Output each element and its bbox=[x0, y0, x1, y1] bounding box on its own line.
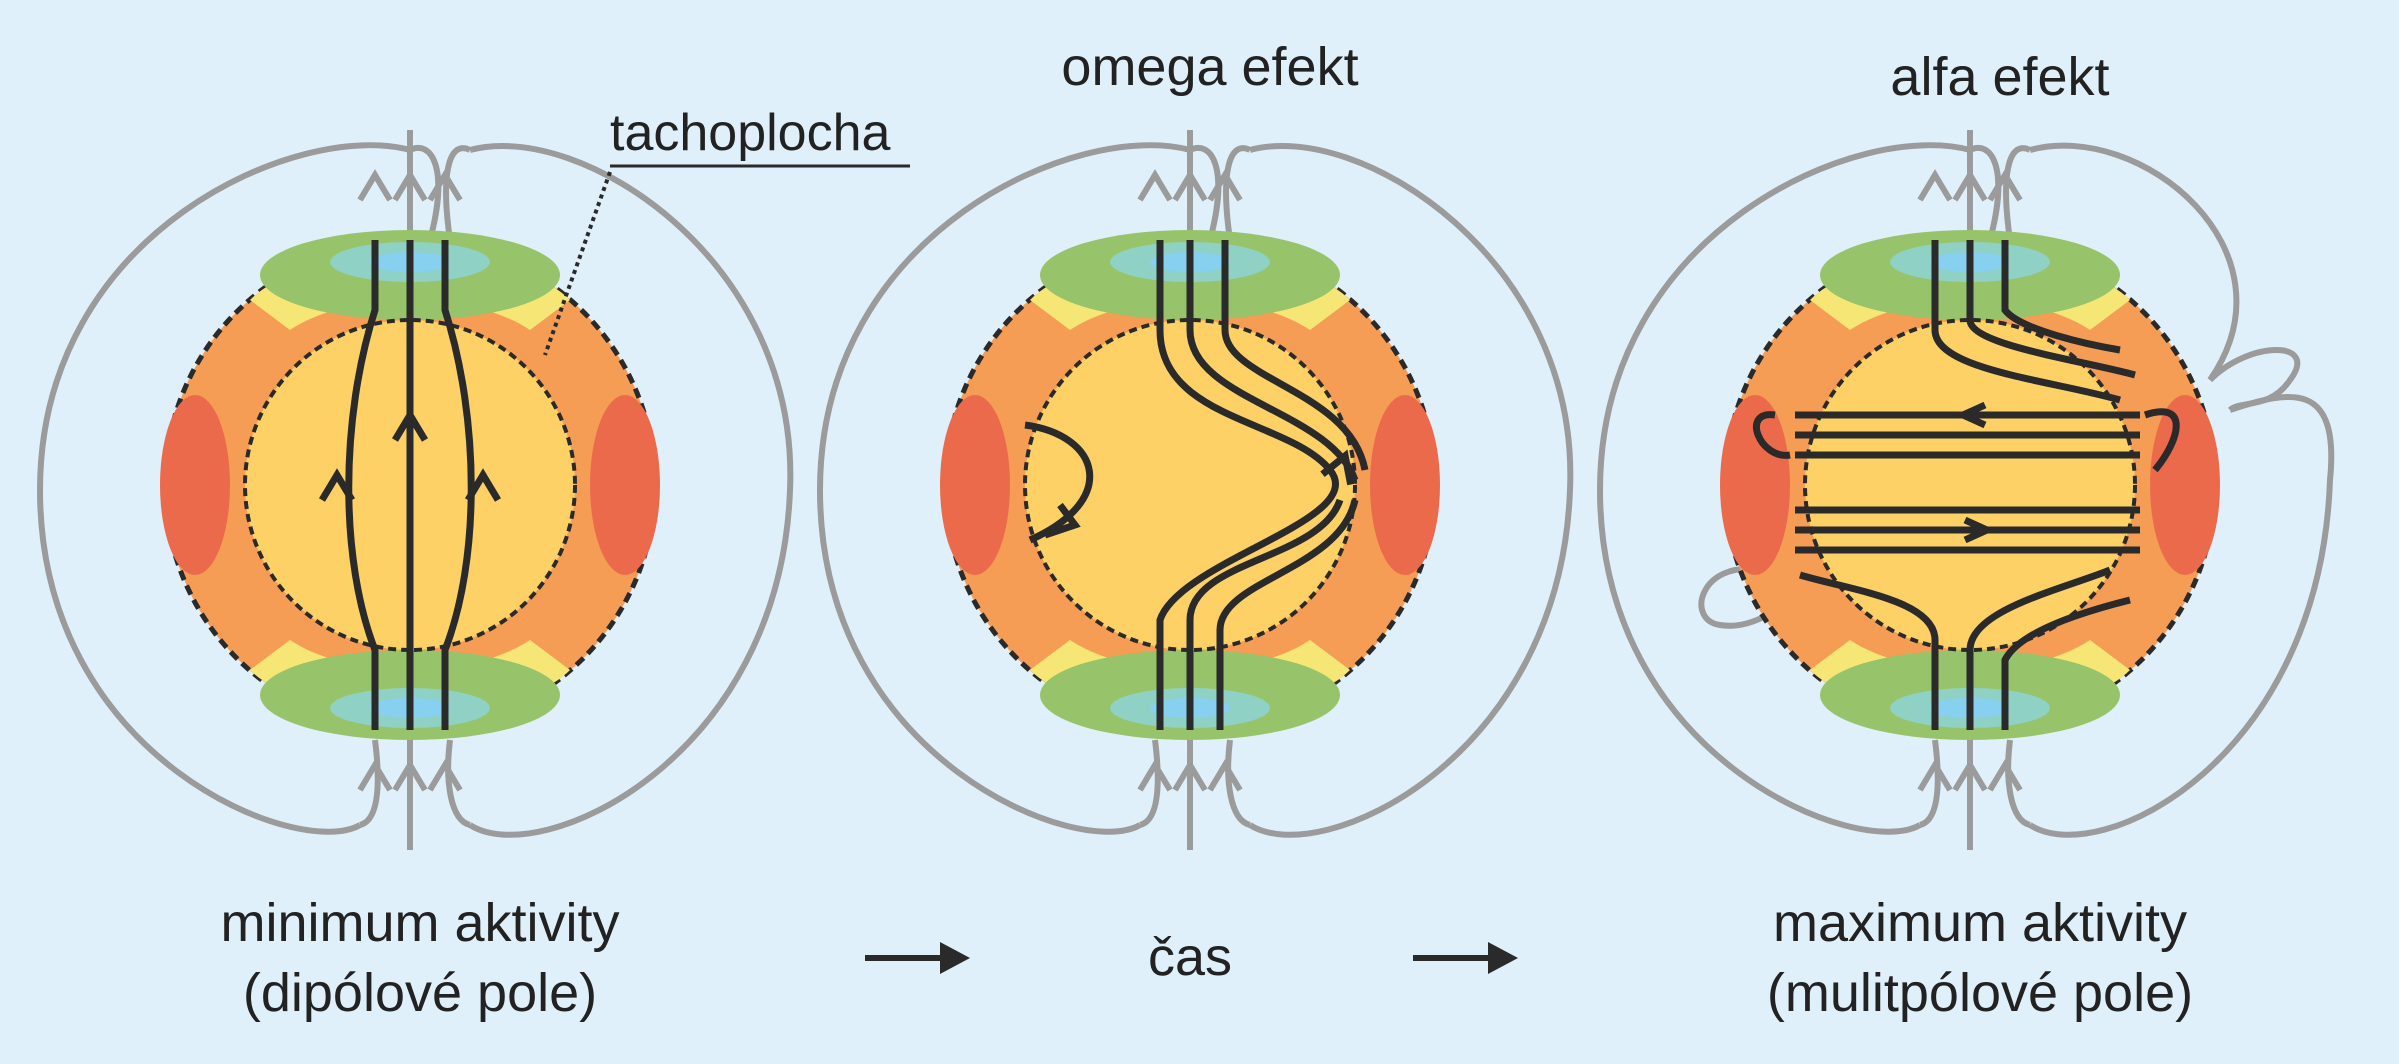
minimum-activity-label: minimum aktivity (dipólové pole) bbox=[130, 888, 710, 1028]
minimum-activity-line1: minimum aktivity bbox=[220, 893, 620, 953]
time-arrows bbox=[865, 942, 1518, 974]
maximum-activity-line1: maximum aktivity bbox=[1772, 893, 2188, 953]
maximum-activity-line2: (mulitpólové pole) bbox=[1766, 963, 2194, 1024]
alpha-effect-title: alfa efekt bbox=[1890, 47, 2110, 107]
minimum-activity-line2: (dipólové pole) bbox=[242, 963, 598, 1024]
sheared-field-lines bbox=[1024, 240, 1369, 730]
toroidal-field-lines bbox=[1752, 240, 2180, 730]
time-label: čas bbox=[1147, 927, 1233, 987]
arrow-right-icon bbox=[1413, 942, 1518, 974]
tachocline-label: tachoplocha bbox=[610, 104, 891, 162]
omega-effect-title: omega efekt bbox=[1061, 37, 1359, 97]
tachocline-pointer bbox=[543, 164, 910, 356]
panel-alpha bbox=[1596, 130, 2335, 850]
dipole-field-lines bbox=[318, 240, 502, 730]
maximum-activity-label: maximum aktivity (mulitpólové pole) bbox=[1680, 888, 2280, 1028]
panel-omega bbox=[816, 130, 1574, 850]
arrow-right-icon bbox=[865, 942, 970, 974]
panel-minimum bbox=[36, 130, 910, 850]
sun-globe bbox=[940, 230, 1440, 740]
